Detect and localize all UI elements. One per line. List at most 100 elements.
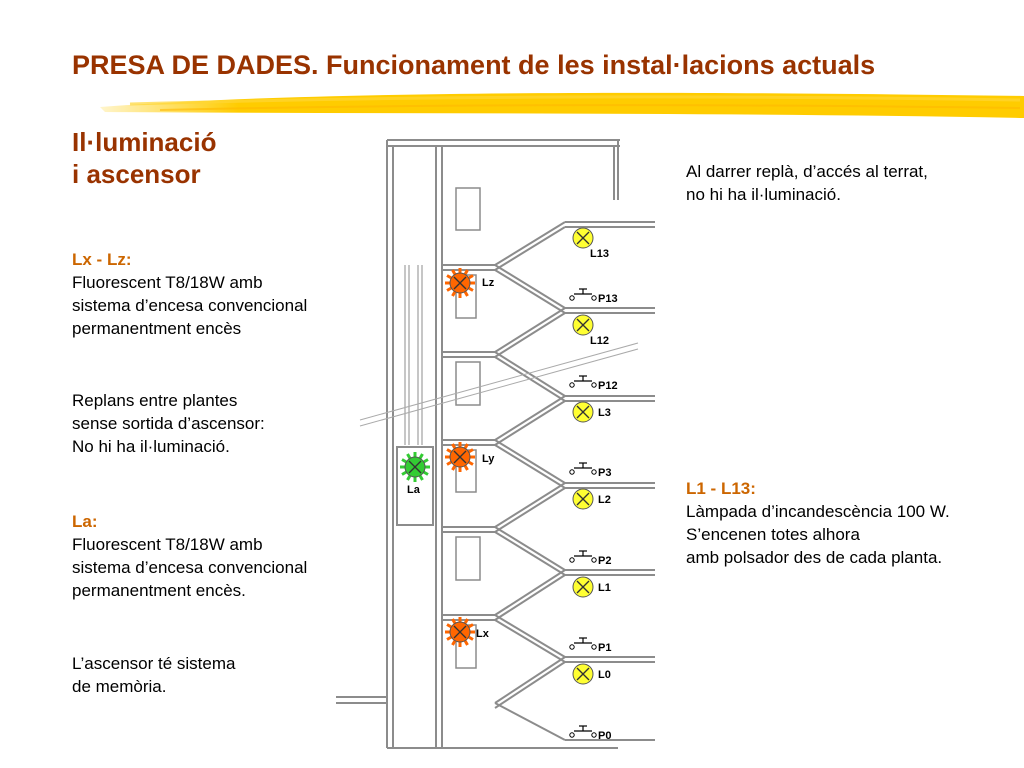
lamp-glow-ray [406, 474, 412, 481]
lamp-cross [576, 492, 590, 506]
stair-flight [494, 400, 566, 446]
lamp-glow-ray [467, 460, 474, 466]
pushbutton-symbol: P1 [569, 637, 611, 654]
stair-flight [494, 307, 566, 353]
lamp-glow-ray [451, 639, 457, 646]
note-line: permanentment encès [72, 319, 242, 338]
note-line: Fluorescent T8/18W amb [72, 535, 263, 554]
section-title-line: Il·luminació [72, 127, 217, 157]
stair-flight [494, 312, 566, 358]
lamp-cross [576, 580, 590, 594]
stair-flight [494, 439, 566, 484]
lamp-glow-ray [467, 274, 474, 280]
lamp-glow-ray [422, 470, 429, 476]
lamp-glow-ray [451, 290, 457, 297]
title-underline-brush [100, 92, 1024, 118]
note-line: S’encenen totes alhora [686, 525, 860, 544]
incandescent-lamp-icon: L2 [572, 488, 611, 510]
l-lamps-header: L1 - L13: [686, 479, 756, 498]
stair-flight [494, 482, 566, 528]
lamp-glow-ray [401, 458, 408, 464]
pushbutton-symbol: P2 [569, 550, 611, 567]
lamp-label: La [407, 484, 421, 496]
stair-flight [494, 487, 566, 533]
incandescent-lamp-icon: L0 [572, 663, 611, 685]
replans-note: Replans entre plantes sense sortida d’as… [72, 389, 265, 458]
pushbutton-part [569, 382, 575, 388]
pushbutton-part [591, 469, 597, 475]
fluorescent-lamp-icon: Ly [445, 442, 495, 472]
stair-flight [494, 569, 566, 616]
stair-flight [494, 661, 566, 709]
lamp-glow-ray [446, 460, 453, 466]
stair-flight [494, 574, 566, 621]
l-lamps-note: L1 - L13: Làmpada d’incandescència 100 W… [686, 477, 950, 569]
lamp-glow-ray [446, 635, 453, 641]
lamp-glow-ray [467, 448, 474, 454]
pushbutton-label: P0 [598, 730, 611, 742]
pushbutton-symbol: P0 [569, 725, 611, 742]
pushbutton-symbol: P3 [569, 462, 611, 479]
pushbutton-part [569, 732, 575, 738]
pushbutton-part [569, 557, 575, 563]
door-opening [455, 187, 481, 231]
lamp-cross [576, 405, 590, 419]
stair-flight [494, 221, 566, 266]
stair-flight [494, 614, 566, 658]
pushbutton-symbol: P13 [569, 288, 618, 305]
lamp-glow-ray [401, 470, 408, 476]
lamp-cross [453, 450, 467, 464]
pushbutton-part [591, 295, 597, 301]
lamp-label: Lx [476, 628, 490, 640]
lamp-cross [408, 460, 422, 474]
la-header: La: [72, 512, 98, 531]
lamp-glow-ray [451, 443, 457, 450]
stair-flight [494, 269, 566, 314]
note-line: sense sortida d’ascensor: [72, 414, 265, 433]
elevator-lamp-icon: La [400, 452, 430, 496]
memoria-note: L’ascensor té sistema de memòria. [72, 652, 235, 698]
section-title-line: i ascensor [72, 159, 201, 189]
lamp-label: L3 [598, 407, 611, 419]
pushbutton-symbol: P12 [569, 375, 618, 392]
lamp-cross [453, 276, 467, 290]
section-cut-line [359, 348, 639, 427]
lamp-label: L13 [590, 248, 609, 260]
fluorescent-lamp-icon: Lx [445, 617, 490, 647]
lamp-glow-ray [406, 453, 412, 460]
lamp-label: L0 [598, 669, 611, 681]
stair-flight [494, 702, 566, 741]
note-line: de memòria. [72, 677, 167, 696]
lxlz-note: Lx - Lz: Fluorescent T8/18W amb sistema … [72, 248, 307, 340]
incandescent-lamp-icon: L1 [572, 576, 611, 598]
stair-flight [494, 351, 566, 397]
stair-flight [494, 264, 566, 309]
lamp-cross [576, 667, 590, 681]
lamp-glow-ray [451, 618, 457, 625]
note-line: sistema d’encesa convencional [72, 558, 308, 577]
fluorescent-lamp-icon: Lz [445, 268, 495, 298]
pushbutton-label: P1 [598, 642, 611, 654]
incandescent-lamp-icon: L13 [572, 227, 609, 260]
incandescent-lamp-icon: L12 [572, 314, 609, 347]
lamp-glow-ray [422, 458, 429, 464]
lamp-glow-ray [451, 269, 457, 276]
pushbutton-label: P3 [598, 467, 611, 479]
lamp-label: Ly [482, 453, 495, 465]
lamp-glow-ray [446, 623, 453, 629]
elevator-car [396, 446, 434, 526]
lamp-glow-ray [463, 618, 469, 625]
lamp-label: L1 [598, 582, 611, 594]
pushbutton-part [591, 644, 597, 650]
lamp-glow-ray [467, 635, 474, 641]
pushbutton-part [591, 732, 597, 738]
note-line: sistema d’encesa convencional [72, 296, 308, 315]
stair-flight [494, 619, 566, 663]
note-line: Al darrer replà, d’accés al terrat, [686, 162, 928, 181]
note-line: amb polsador des de cada planta. [686, 548, 943, 567]
stair-flight [494, 226, 566, 271]
pushbutton-part [591, 382, 597, 388]
pushbutton-part [569, 469, 575, 475]
stair-flight [494, 531, 566, 576]
pushbutton-label: P12 [598, 380, 618, 392]
